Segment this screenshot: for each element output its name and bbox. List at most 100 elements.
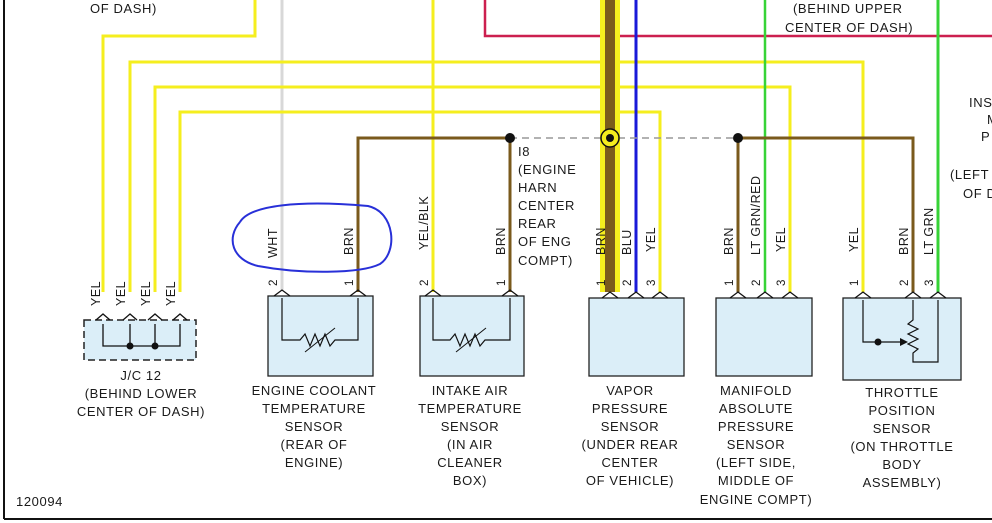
jc12-wire-1-label: YEL xyxy=(89,281,103,306)
tps-label-2: POSITION xyxy=(869,403,936,418)
iat-pin-1: 2 xyxy=(419,280,431,286)
iat-wire-2-label: BRN xyxy=(494,227,508,255)
thermistor-arrow xyxy=(304,327,336,353)
jc12-wire-2-label: YEL xyxy=(114,281,128,306)
jc12-wire-4-label: YEL xyxy=(164,281,178,306)
annotation-circle xyxy=(231,202,393,273)
tps-wiper-arrowhead xyxy=(900,338,908,346)
map-label-6: MIDDLE OF xyxy=(718,473,794,488)
vapor-label-5: CENTER xyxy=(601,455,658,470)
ect-label-3: SENSOR xyxy=(285,419,344,434)
i8-line-1: I8 xyxy=(518,144,530,159)
vapor-terminal-3 xyxy=(651,291,669,299)
vapor-box xyxy=(588,297,685,377)
tps-wire-1-label: YEL xyxy=(847,227,861,252)
ect-wire-2-label: BRN xyxy=(342,227,356,255)
vapor-pressure-sensor: BRN BLU YEL 1 2 3 VAPOR PRESSURE SENSOR … xyxy=(582,227,685,488)
i8-label: I8 (ENGINE HARN CENTER REAR OF ENG COMPT… xyxy=(518,144,576,268)
wire-red-top xyxy=(483,0,992,38)
map-label-7: ENGINE COMPT) xyxy=(700,492,813,507)
ect-pin-2: 1 xyxy=(344,280,356,286)
wire-yel-jc-1 xyxy=(101,0,257,292)
tps-label-5: BODY xyxy=(882,457,921,472)
vapor-wire-2-label: BLU xyxy=(620,229,634,255)
ect-label-5: ENGINE) xyxy=(285,455,343,470)
ect-pin-1: 2 xyxy=(268,280,280,286)
jc12-bus xyxy=(102,324,181,347)
ect-box xyxy=(267,295,374,377)
vapor-pin-2: 2 xyxy=(622,280,634,286)
map-box xyxy=(715,297,813,377)
i8-line-5: REAR xyxy=(518,216,557,231)
vapor-terminal-1 xyxy=(601,291,619,299)
map-terminal-2 xyxy=(756,291,774,299)
tps-label-1: THROTTLE xyxy=(865,385,938,400)
jc12-junction: YEL YEL YEL YEL J/C 12 (BEHIND LOWER CEN… xyxy=(77,281,205,419)
behind-upper-label-1: (BEHIND UPPER xyxy=(793,1,903,16)
iat-terminal-1 xyxy=(424,289,442,297)
throttle-position-sensor: YEL BRN LT GRN 1 2 3 THROTTLE POSITION S… xyxy=(842,207,962,490)
vapor-label-2: PRESSURE xyxy=(592,401,668,416)
top-left-label: OF DASH) xyxy=(90,1,157,16)
map-terminal-1 xyxy=(729,291,747,299)
i8-line-2: (ENGINE xyxy=(518,162,576,177)
wire-brn-bus-left xyxy=(356,136,510,292)
map-pin-1: 1 xyxy=(724,280,736,286)
vapor-terminal-2 xyxy=(627,291,645,299)
right-label-4: (LEFT xyxy=(950,167,989,182)
map-wire-2-label: LT GRN/RED xyxy=(749,175,763,255)
iat-box xyxy=(419,295,525,377)
tps-wire-2-label: BRN xyxy=(897,227,911,255)
wire-yel-map xyxy=(153,85,792,292)
tps-label-4: (ON THROTTLE xyxy=(850,439,953,454)
jc12-label-3: CENTER OF DASH) xyxy=(77,404,205,419)
behind-upper-label-2: CENTER OF DASH) xyxy=(785,20,913,35)
jc12-box xyxy=(83,319,197,361)
splice-node-3 xyxy=(733,133,743,143)
tps-wire-3-label: LT GRN xyxy=(922,207,936,255)
tps-terminal-3 xyxy=(929,291,947,299)
jc12-node-2 xyxy=(151,342,159,350)
map-label-1: MANIFOLD xyxy=(720,383,792,398)
engine-coolant-temp-sensor: WHT BRN 2 1 ENGINE COOLANT TEMPERATURE S… xyxy=(252,227,376,470)
jc12-terminal-3 xyxy=(147,313,163,321)
jc12-label-1: J/C 12 xyxy=(120,368,161,383)
iat-label-2: TEMPERATURE xyxy=(418,401,522,416)
iat-label-3: SENSOR xyxy=(441,419,500,434)
tps-pin-3: 3 xyxy=(924,280,936,286)
map-label-4: SENSOR xyxy=(727,437,786,452)
i8-line-6: OF ENG xyxy=(518,234,571,249)
ect-label-2: TEMPERATURE xyxy=(262,401,366,416)
thermistor-icon xyxy=(281,298,359,348)
tps-wiper-lead xyxy=(862,300,878,343)
map-terminal-3 xyxy=(781,291,799,299)
splice-node-2-dot xyxy=(606,134,614,142)
i8-line-3: HARN xyxy=(518,180,557,195)
tps-terminal-1 xyxy=(854,291,872,299)
wire-brn-bus-right xyxy=(738,136,915,292)
vapor-wire-1-label: BRN xyxy=(594,227,608,255)
figure-number: 120094 xyxy=(16,494,63,509)
vapor-label-4: (UNDER REAR xyxy=(582,437,679,452)
wire-yel-vapor xyxy=(178,110,662,292)
right-label-5: OF D xyxy=(963,186,992,201)
iat-label-1: INTAKE AIR xyxy=(432,383,509,398)
right-label-1: INS xyxy=(969,95,992,110)
map-pin-3: 3 xyxy=(776,280,788,286)
splice-node-1 xyxy=(505,133,515,143)
wire-yel-tps xyxy=(128,60,865,292)
iat-label-5: CLEANER xyxy=(437,455,503,470)
iat-wire-1-label: YEL/BLK xyxy=(417,196,431,250)
iat-terminal-2 xyxy=(501,289,519,297)
ect-terminal-1 xyxy=(273,289,291,297)
i8-line-4: CENTER xyxy=(518,198,575,213)
map-label-5: (LEFT SIDE, xyxy=(716,455,796,470)
map-wire-1-label: BRN xyxy=(722,227,736,255)
vapor-label-1: VAPOR xyxy=(606,383,654,398)
jc12-terminal-1 xyxy=(95,313,111,321)
jc12-label-2: (BEHIND LOWER xyxy=(85,386,198,401)
vapor-label-3: SENSOR xyxy=(601,419,660,434)
map-pin-2: 2 xyxy=(751,280,763,286)
jc12-terminal-4 xyxy=(172,313,188,321)
potentiometer-icon xyxy=(906,300,939,363)
